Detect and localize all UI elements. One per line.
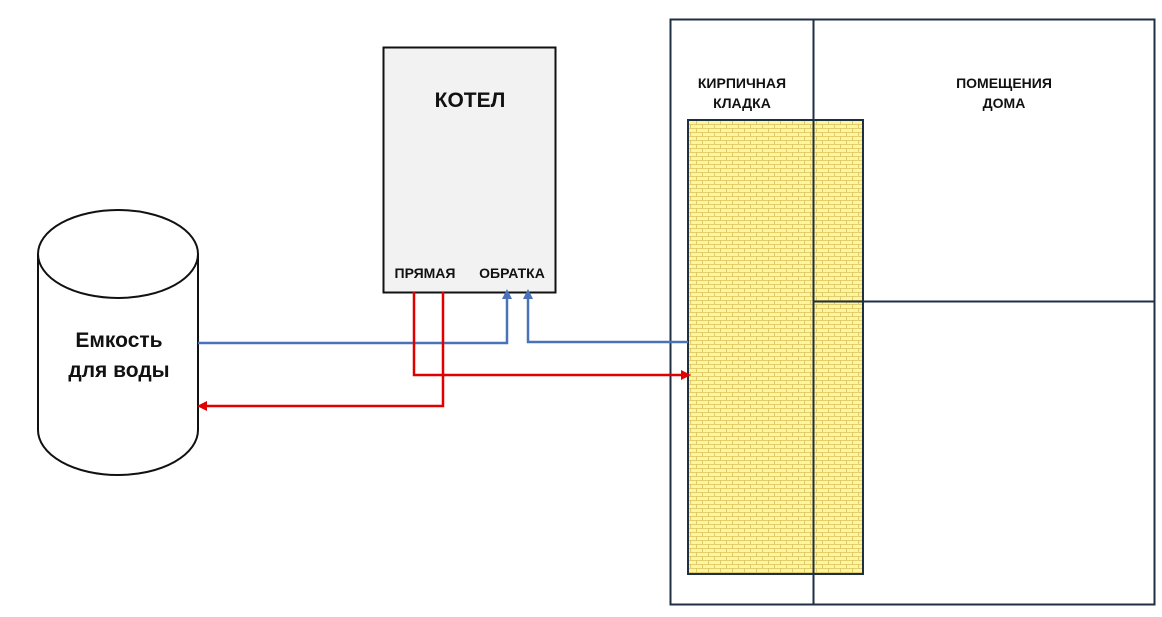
rooms-label-line2: ДОМА — [982, 95, 1026, 111]
supply-pipe-brickwork — [412, 292, 691, 380]
boiler-supply-label: ПРЯМАЯ — [394, 265, 456, 281]
water-tank — [37, 209, 199, 476]
supply-pipe-tank — [197, 292, 445, 411]
rooms-label: ПОМЕЩЕНИЯ ДОМА — [924, 73, 1084, 113]
return-pipe-brickwork — [523, 289, 688, 344]
boiler-return-label: ОБРАТКА — [479, 265, 545, 281]
tank-label-line1: Емкость — [75, 329, 163, 352]
house-outline — [669, 18, 1156, 606]
boiler-title: КОТЕЛ — [434, 89, 506, 112]
tank-label-line2: для воды — [68, 359, 170, 382]
rooms-label-line1: ПОМЕЩЕНИЯ — [956, 75, 1052, 91]
boiler-box — [382, 46, 557, 294]
tank-label: Емкость для воды — [40, 326, 198, 386]
brickwork-label: КИРПИЧНАЯ КЛАДКА — [672, 73, 812, 113]
brickwork-label-line1: КИРПИЧНАЯ — [697, 75, 787, 91]
brickwork-label-line2: КЛАДКА — [713, 95, 771, 111]
return-pipe-tank — [198, 289, 512, 345]
brickwork-block — [687, 119, 864, 575]
